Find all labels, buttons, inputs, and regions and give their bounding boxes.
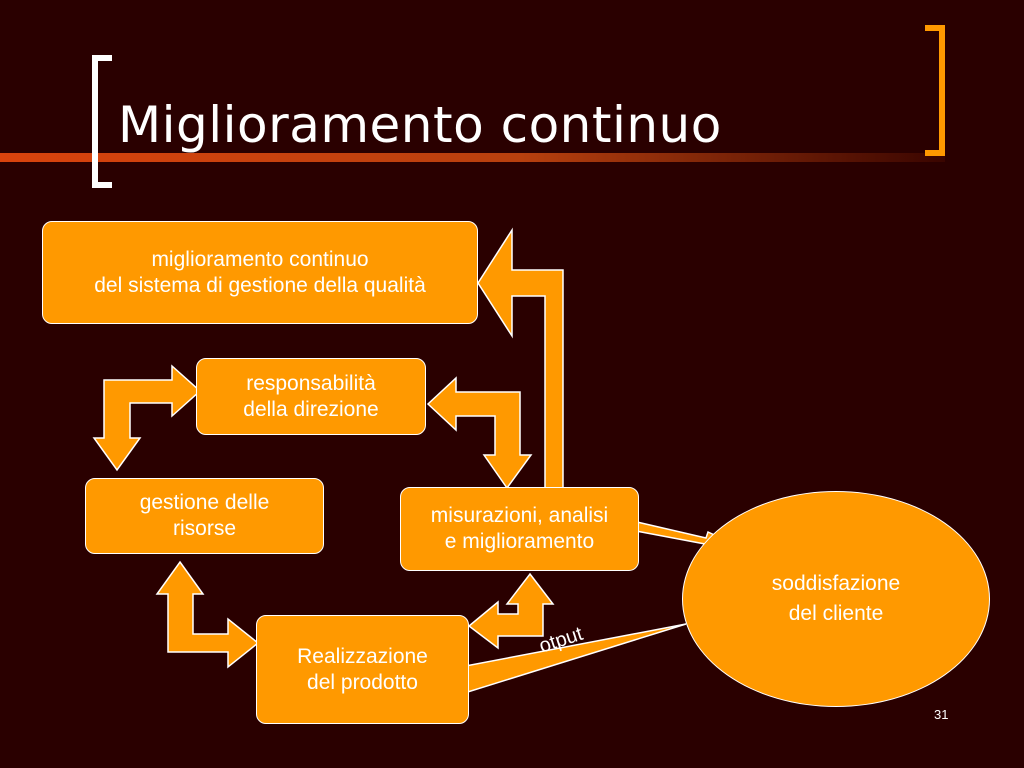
arrow-misurazioni-realizzazione: [467, 572, 555, 650]
node-misurazioni-line1: misurazioni, analisi: [430, 504, 609, 527]
node-misurazioni-analisi: misurazioni, analisi e miglioramento: [400, 487, 639, 571]
node-risorse-line2: risorse: [172, 517, 236, 540]
node-cliente-line1: soddisfazione: [771, 572, 901, 595]
right-bracket: [925, 25, 945, 156]
node-misurazioni-line2: e miglioramento: [444, 530, 595, 553]
node-risorse-line1: gestione delle: [139, 491, 270, 514]
node-soddisfazione-cliente: soddisfazione del cliente: [682, 491, 990, 707]
node-cliente-line2: del cliente: [788, 602, 884, 625]
title-underline: [0, 153, 945, 162]
arrow-responsabilita-risorse: [92, 364, 202, 472]
node-responsabilita-direzione: responsabilità della direzione: [196, 358, 426, 435]
node-miglioramento-line2: del sistema di gestione della qualità: [94, 273, 426, 297]
node-gestione-risorse: gestione delle risorse: [85, 478, 324, 554]
node-realizzazione-prodotto: Realizzazione del prodotto: [256, 615, 469, 724]
node-responsabilita-line2: della direzione: [243, 397, 379, 421]
left-bracket: [92, 55, 112, 188]
arrow-risorse-realizzazione: [155, 560, 260, 669]
node-realizzazione-line1: Realizzazione: [297, 644, 428, 668]
slide-number: 31: [934, 707, 949, 722]
feedback-arrow: [477, 227, 564, 489]
arrow-responsabilita-misurazioni: [426, 376, 533, 490]
node-miglioramento-line1: miglioramento continuo: [151, 247, 369, 271]
slide-title: Miglioramento continuo: [118, 96, 722, 154]
node-realizzazione-line2: del prodotto: [307, 670, 418, 694]
node-miglioramento-continuo: miglioramento continuo del sistema di ge…: [42, 221, 478, 324]
node-responsabilita-line1: responsabilità: [246, 371, 376, 395]
